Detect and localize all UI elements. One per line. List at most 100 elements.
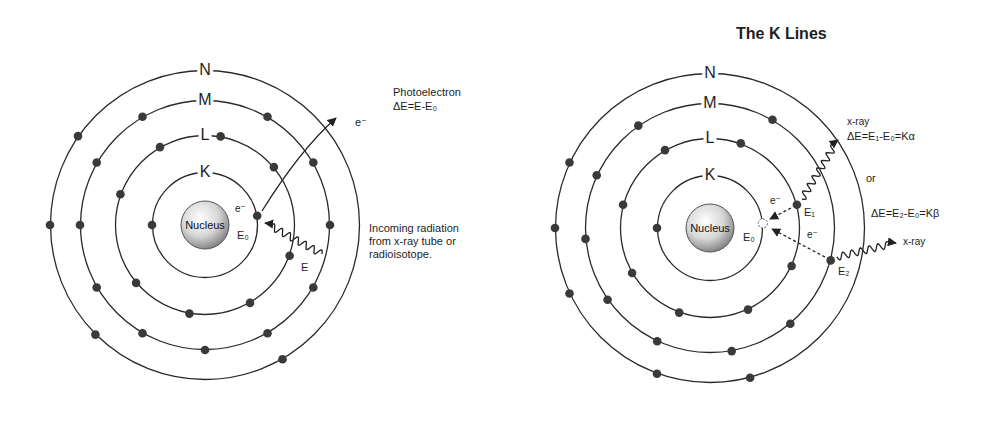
annotation-label: x-ray — [846, 116, 870, 128]
electron-dot — [619, 200, 628, 209]
annotation-label: Incoming radiation from x-ray tube or ra… — [368, 222, 462, 262]
shell-letter: N — [702, 63, 718, 82]
electron-dot — [46, 221, 55, 230]
electron-dot — [653, 369, 662, 378]
electron-dot — [92, 158, 101, 167]
annotation-label: Photoelectron — [392, 86, 462, 99]
xray-wave — [837, 242, 896, 260]
shell-circle — [81, 101, 330, 350]
electron-dot — [744, 305, 753, 314]
electron-dot — [309, 283, 318, 292]
electron-dot — [551, 224, 560, 233]
electron-shell: LKNucleus — [115, 135, 295, 315]
electron-dot — [156, 143, 165, 152]
electron-dot — [727, 347, 736, 356]
electron-dot — [326, 221, 335, 230]
shell-letter: M — [701, 93, 718, 112]
electron-shell: NMLKNucleus — [50, 70, 360, 380]
electron-shell: MLKNucleus — [585, 103, 835, 353]
shell-circle — [51, 71, 360, 380]
electron-dot — [565, 289, 574, 298]
annotation-label: e⁻ — [806, 229, 819, 241]
electron-dot — [263, 112, 272, 121]
annotation-label: E — [300, 261, 309, 274]
electron-shell: KNucleus — [152, 172, 258, 278]
electron-dot — [628, 269, 637, 278]
electron-dot — [653, 337, 662, 346]
electron-dot — [675, 308, 684, 317]
electron-dot — [116, 190, 125, 199]
electron-dot — [263, 329, 272, 338]
electron-dot — [270, 163, 279, 172]
annotation-label: e⁻ — [769, 195, 782, 207]
shell-circle — [621, 139, 800, 318]
shell-letter: L — [704, 128, 717, 147]
electron-dot — [592, 171, 601, 180]
electron-shell: MLKNucleus — [80, 100, 330, 350]
vacancy-hole — [758, 219, 767, 228]
electron-dot — [603, 295, 612, 304]
electron-dot — [216, 132, 225, 141]
electron-dot — [737, 139, 746, 148]
shell-circle — [153, 173, 258, 278]
electron-dot — [826, 256, 835, 265]
shell-circle — [658, 176, 763, 281]
annotation-label: ΔE=E-E₀ — [392, 100, 438, 113]
annotation-label: e⁻ — [354, 116, 368, 129]
annotation-label: or — [865, 172, 877, 185]
electron-dot — [786, 320, 795, 329]
annotation-label: e⁻ — [234, 203, 247, 215]
electron-dot — [74, 132, 83, 141]
annotation-label: ΔE=E₁-E₀=Kα — [846, 130, 916, 143]
electron-dot — [661, 146, 670, 155]
annotation-label: x-ray — [902, 236, 926, 248]
shell-letter: M — [196, 90, 213, 109]
shell-letter: K — [703, 165, 718, 184]
electron-dot — [91, 330, 100, 339]
electron-dot — [185, 309, 194, 318]
electron-dot — [787, 262, 796, 271]
electron-dot — [138, 329, 147, 338]
shell-circle — [586, 104, 835, 353]
nucleus-ball — [686, 204, 734, 252]
annotation-label: E₂ — [837, 265, 851, 278]
electron-dot — [653, 224, 662, 233]
annotation-label: E₀ — [236, 229, 250, 242]
electron-dot — [92, 283, 101, 292]
electron-shell: NMLKNucleus — [555, 73, 865, 383]
electron-dot — [285, 252, 294, 261]
electron-dot — [746, 373, 755, 382]
shell-circle — [556, 74, 865, 383]
electron-dot — [793, 200, 802, 209]
annotation-label: E₀ — [742, 231, 756, 244]
shell-letter: N — [197, 60, 213, 79]
electron-dot — [253, 212, 262, 221]
diagram-heading: The K Lines — [735, 24, 828, 43]
shell-circle — [116, 136, 295, 315]
electron-dot — [138, 112, 147, 121]
electron-dot — [565, 158, 574, 167]
electron-dot — [309, 158, 318, 167]
annotation-label: E₁ — [803, 206, 816, 219]
nucleus-label: Nucleus — [185, 219, 225, 232]
electron-dot — [76, 221, 85, 230]
electron-dot — [768, 115, 777, 124]
electron-dot — [148, 221, 157, 230]
electron-dot — [246, 299, 255, 308]
nucleus-sphere: Nucleus — [180, 200, 230, 250]
photoelectron-arrow — [262, 118, 336, 211]
nucleus-sphere: Nucleus — [685, 203, 735, 253]
electron-shell: KNucleus — [657, 175, 763, 281]
nucleus-label: Nucleus — [690, 222, 730, 235]
shell-letter: K — [198, 162, 213, 181]
electron-shell: LKNucleus — [620, 138, 800, 318]
electron-dot — [278, 355, 287, 364]
electron-dot — [201, 346, 210, 355]
electron-transition-arrow — [770, 208, 791, 219]
nucleus-ball — [181, 201, 229, 249]
electron-dot — [581, 235, 590, 244]
annotation-label: ΔE=E₂-E₀=Kβ — [870, 207, 940, 220]
shell-letter: L — [199, 125, 212, 144]
electron-dot — [132, 279, 141, 288]
